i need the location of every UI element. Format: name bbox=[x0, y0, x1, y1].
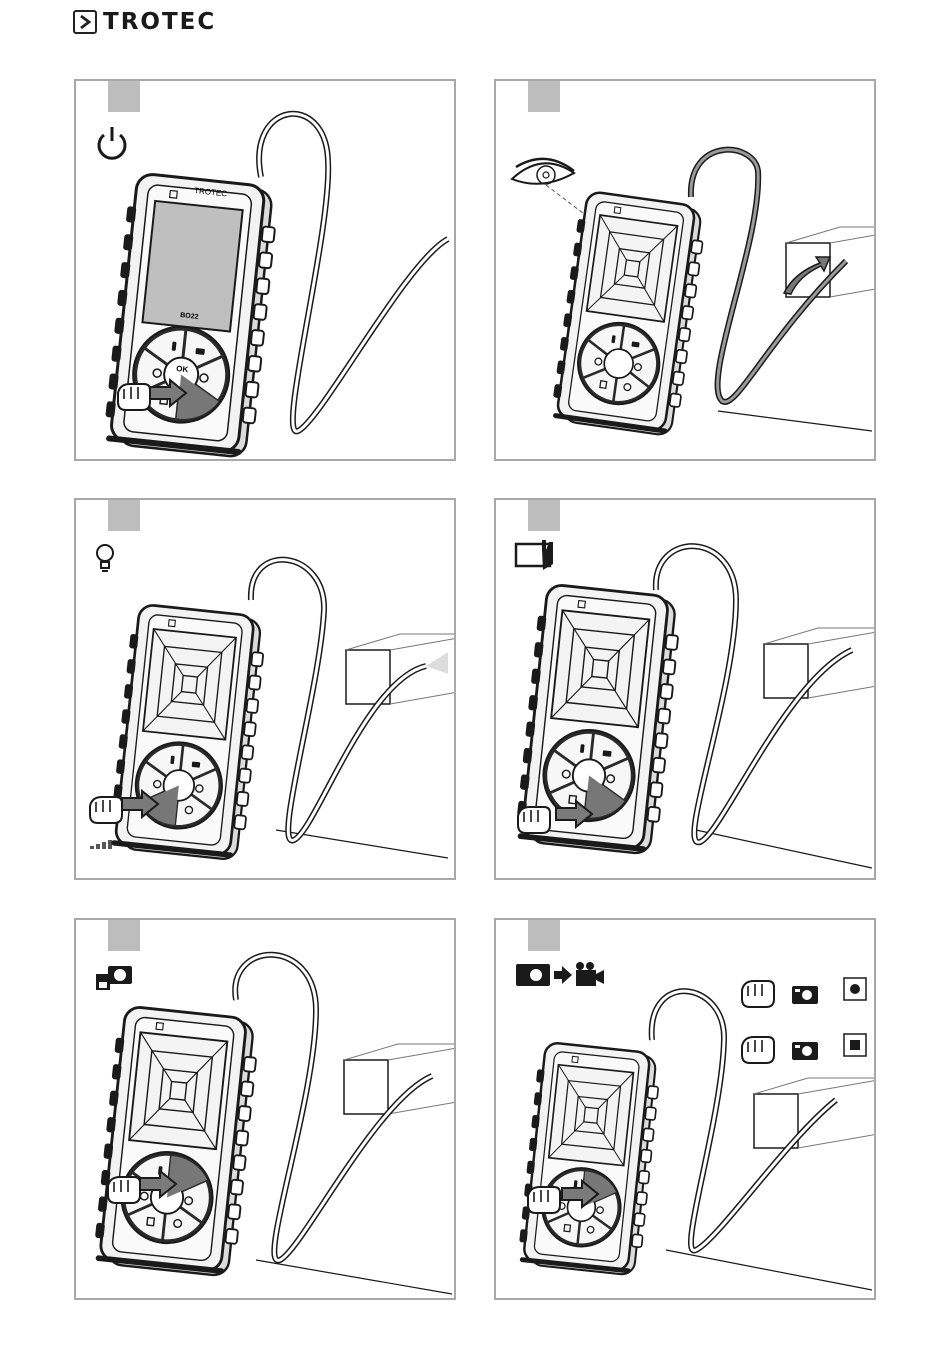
hand-press-icon bbox=[90, 797, 122, 823]
hand-press-icon bbox=[118, 384, 150, 410]
ok-label: OK bbox=[176, 364, 189, 374]
panel-3 bbox=[74, 498, 456, 880]
hand-press-icon bbox=[108, 1177, 140, 1203]
record-start-row bbox=[742, 978, 866, 1007]
record-start-icon bbox=[844, 978, 866, 1000]
save-photo-icon bbox=[96, 966, 132, 990]
chevron-right-icon bbox=[73, 10, 97, 34]
camera-icon bbox=[792, 1042, 818, 1060]
hand-press-icon bbox=[518, 807, 550, 833]
panel-5 bbox=[74, 918, 456, 1300]
brightness-bars-icon bbox=[90, 840, 112, 849]
panel-4 bbox=[494, 498, 876, 880]
power-icon bbox=[99, 127, 125, 158]
record-stop-icon bbox=[844, 1034, 866, 1056]
hand-press-icon bbox=[742, 981, 774, 1007]
photo-to-video-icon bbox=[516, 962, 604, 986]
eye-icon bbox=[512, 159, 574, 184]
panel-1: TROTEC BO22 OK bbox=[74, 79, 456, 461]
brand-logo: TROTEC bbox=[73, 8, 216, 36]
brand-name: TROTEC bbox=[103, 9, 216, 35]
hand-press-icon bbox=[742, 1037, 774, 1063]
record-stop-row bbox=[742, 1034, 866, 1063]
probe-cable bbox=[259, 114, 448, 432]
lightbulb-icon bbox=[97, 545, 113, 571]
panel-2 bbox=[494, 79, 876, 461]
screen-touch-icon bbox=[516, 540, 553, 570]
hand-press-icon bbox=[528, 1187, 560, 1213]
camera-icon bbox=[792, 986, 818, 1004]
panel-6 bbox=[494, 918, 876, 1300]
